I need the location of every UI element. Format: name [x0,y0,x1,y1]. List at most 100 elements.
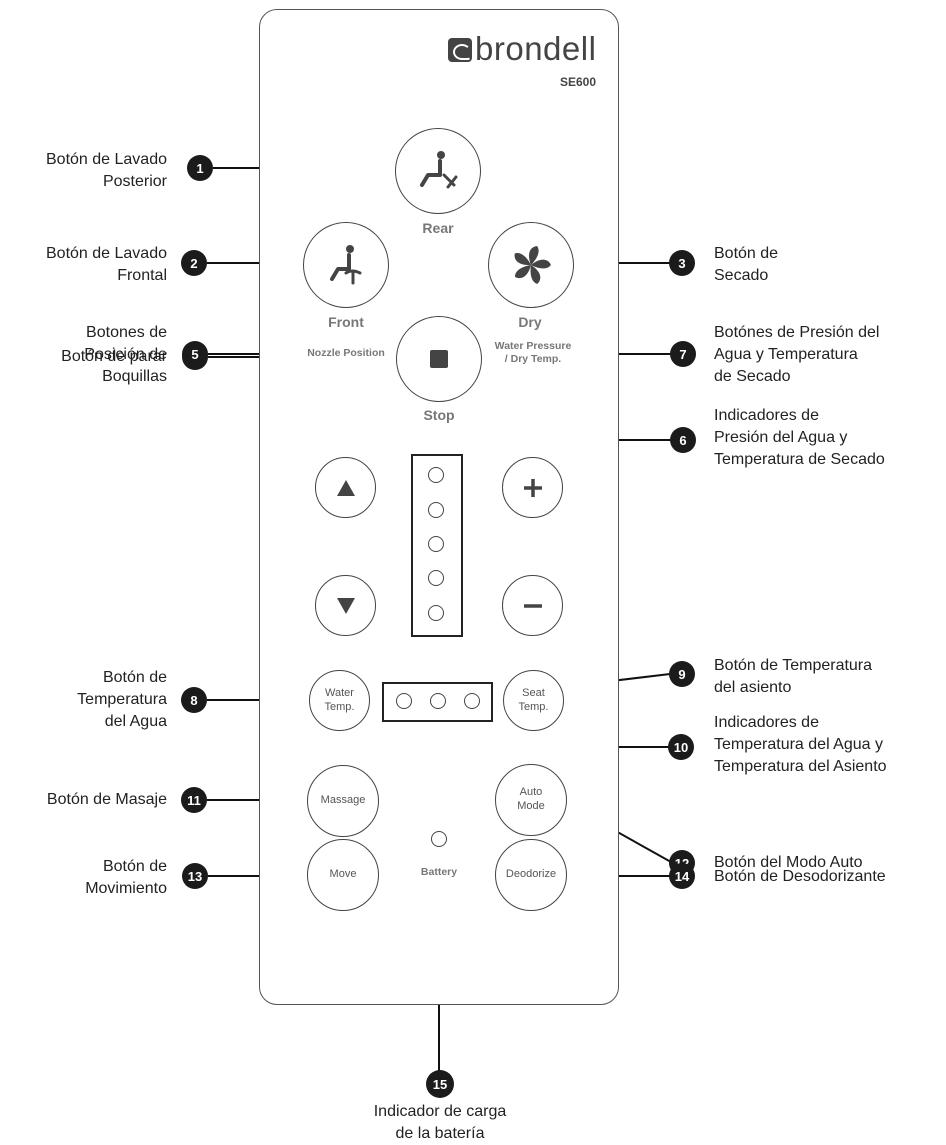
seat-temp-text: Seat Temp. [519,687,549,715]
brondell-logo-icon [448,38,472,62]
callout-5-line1: Botones de [86,324,167,341]
callout-text-6: Indicadores de Presión del Agua y Temper… [714,405,944,471]
callout-8-line3: del Agua [104,713,167,730]
callout-13-line1: Botón de [102,858,167,875]
front-wash-button[interactable] [303,222,389,308]
temp-led-3 [464,693,480,709]
pressure-minus-button[interactable] [502,575,563,636]
auto-mode-button[interactable]: Auto Mode [495,764,567,836]
water-temp-line1: Water [325,686,354,699]
callout-badge-5: 5 [182,341,208,367]
callout-2-line1: Botón de Lavado [46,245,167,262]
temp-led-1 [396,693,412,709]
brand-name: brondell [475,30,597,67]
callout-12-line1: Botón del Modo Auto [714,854,863,871]
callout-text-4: Botón de parar [0,346,167,368]
callout-badge-8: 8 [181,687,207,713]
callout-1-line1: Botón de Lavado [46,151,167,168]
front-label: Front [328,314,364,330]
callout-10-line3: Temperatura del Asiento [714,758,887,775]
callout-badge-10: 10 [668,734,694,760]
callout-7-line2: Agua y Temperatura [714,346,858,363]
callout-badge-6: 6 [670,427,696,453]
callout-15-line2: de la batería [395,1125,485,1142]
auto-mode-line1: Auto [519,786,543,799]
arrow-up-icon [336,479,355,496]
callout-10-line1: Indicadores de [714,714,819,731]
callout-8-line2: Temperatura [77,691,167,708]
temperature-indicator-box [382,682,493,722]
move-label: Move [329,868,357,881]
massage-button[interactable]: Massage [307,765,379,837]
stop-button[interactable] [396,316,482,402]
callout-4-line1: Botón de parar [61,348,167,365]
callout-6-line2: Presión del Agua y [714,429,848,446]
callout-text-7: Botónes de Presión del Agua y Temperatur… [714,322,944,388]
minus-icon [523,603,542,608]
callout-2-line2: Frontal [117,267,167,284]
callout-9-line2: del asiento [714,679,792,696]
seat-temp-button[interactable]: Seat Temp. [503,670,564,731]
callout-7-line1: Botónes de Presión del [714,324,880,341]
callout-badge-11: 11 [181,787,207,813]
callout-text-5: Botones de Posición de Boquillas [0,322,167,388]
plus-icon [523,478,542,497]
callout-text-14: Botón de Desodorizante [714,866,944,888]
dry-button[interactable] [488,222,574,308]
front-wash-icon [330,245,362,285]
callout-1-line2: Posterior [102,173,167,190]
callout-text-1: Botón de Lavado Posterior [0,149,167,193]
rear-label: Rear [422,220,454,236]
callout-badge-13: 13 [182,863,208,889]
pressure-plus-button[interactable] [502,457,563,518]
nozzle-position-label: Nozzle Position [307,347,385,359]
seat-temp-line1: Seat [522,686,545,699]
callout-9-line1: Botón de Temperatura [714,657,873,674]
dry-label: Dry [518,314,542,330]
water-pressure-label: Water Pressure / Dry Temp. [473,340,593,366]
pressure-indicator-box [411,454,463,637]
deodorize-button[interactable]: Deodorize [495,839,567,911]
callout-text-11: Botón de Masaje [0,789,167,811]
arrow-down-icon [336,597,355,614]
pressure-led-5 [428,605,444,621]
callout-badge-1: 1 [187,155,213,181]
callout-13-line2: Movimiento [85,880,167,897]
water-pressure-label-line2: / Dry Temp. [504,353,562,365]
pressure-led-2 [428,502,444,518]
water-temp-button[interactable]: Water Temp. [309,670,370,731]
callout-text-10: Indicadores de Temperatura del Agua y Te… [714,712,944,778]
callout-text-9: Botón de Temperatura del asiento [714,655,944,699]
callout-badge-3: 3 [669,250,695,276]
callout-5-line2: Posición de [84,346,167,363]
temp-led-2 [430,693,446,709]
massage-label: Massage [320,794,366,807]
nozzle-down-button[interactable] [315,575,376,636]
water-pressure-label-line1: Water Pressure [494,340,572,352]
callout-text-8: Botón de Temperatura del Agua [0,667,167,733]
callout-badge-14: 14 [669,863,695,889]
callout-7-line3: de Secado [714,368,791,385]
callout-11-line1: Botón de Masaje [46,791,167,808]
callout-15-line1: Indicador de carga [373,1103,507,1120]
callout-8-line1: Botón de [102,669,167,686]
pressure-led-4 [428,570,444,586]
stop-label: Stop [423,407,455,423]
water-temp-line2: Temp. [324,700,355,713]
nozzle-up-button[interactable] [315,457,376,518]
deodorize-label: Deodorize [505,868,557,881]
move-button[interactable]: Move [307,839,379,911]
battery-label: Battery [420,866,458,878]
callout-text-15: Indicador de carga de la batería [300,1101,580,1145]
auto-mode-line2: Mode [517,800,545,812]
pressure-led-1 [428,467,444,483]
rear-wash-button[interactable] [395,128,481,214]
callout-text-3: Botón de Secado [714,243,934,287]
callout-badge-9: 9 [669,661,695,687]
fan-icon [514,246,551,284]
model-number: SE600 [560,75,597,89]
callout-badge-2: 2 [181,250,207,276]
callout-badge-15: 15 [426,1070,454,1098]
callout-3-line1: Botón de [714,245,779,262]
stop-square-icon [430,350,448,368]
